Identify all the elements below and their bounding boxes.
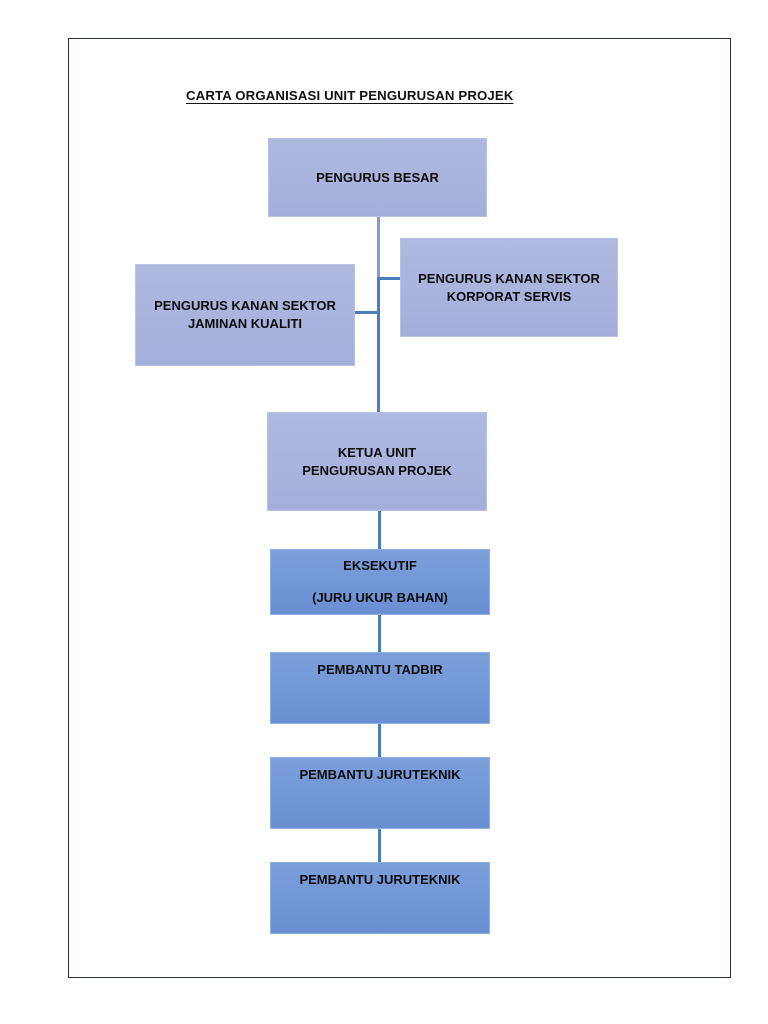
node-pengurus-kanan-sektor-jaminan-kualiti[interactable]: PENGURUS KANAN SEKTOR JAMINAN KUALITI (135, 264, 355, 366)
connector-juruteknik-1-to-juruteknik-2 (378, 828, 381, 864)
node-ketua-unit-pengurusan-projek[interactable]: KETUA UNIT PENGURUSAN PROJEK (267, 412, 487, 511)
node-ketua-unit-line-2: PENGURUSAN PROJEK (302, 462, 452, 478)
node-pengurus-kanan-sektor-korporat-servis[interactable]: PENGURUS KANAN SEKTOR KORPORAT SERVIS (400, 238, 618, 337)
node-korporat-servis-line-1: PENGURUS KANAN SEKTOR (418, 270, 600, 286)
page-title: CARTA ORGANISASI UNIT PENGURUSAN PROJEK (186, 88, 514, 103)
node-pembantu-juruteknik-1-line-1: PEMBANTU JURUTEKNIK (299, 767, 461, 782)
node-jaminan-kualiti-line-2: JAMINAN KUALITI (187, 316, 303, 331)
connector-eksekutif-to-pembantu-tadbir (378, 614, 381, 654)
node-pembantu-juruteknik-2-line-1: PEMBANTU JURUTEKNIK (299, 872, 461, 887)
connector-spine-to-jaminan-kualiti (353, 311, 380, 314)
node-pembantu-tadbir[interactable]: PEMBANTU TADBIR (270, 652, 490, 724)
node-eksekutif-line-1: EKSEKUTIF (343, 558, 417, 574)
connector-pembantu-tadbir-to-juruteknik-1 (378, 723, 381, 759)
node-ketua-unit-line-1: KETUA UNIT (337, 444, 417, 460)
node-pembantu-juruteknik-1[interactable]: PEMBANTU JURUTEKNIK (270, 757, 490, 829)
node-pengurus-besar-line-1: PENGURUS BESAR (316, 169, 439, 185)
node-korporat-servis-line-2: KORPORAT SERVIS (446, 288, 572, 304)
connector-ketua-to-eksekutif (378, 511, 381, 551)
node-eksekutif-juru-ukur-bahan[interactable]: EKSEKUTIF (JURU UKUR BAHAN) (270, 549, 490, 615)
node-pengurus-besar[interactable]: PENGURUS BESAR (268, 138, 487, 217)
connector-pengurus-besar-to-spine (377, 217, 380, 279)
node-jaminan-kualiti-line-1: PENGURUS KANAN SEKTOR (154, 298, 336, 314)
connector-spine-to-korporat-servis (377, 277, 402, 280)
node-pembantu-juruteknik-2[interactable]: PEMBANTU JURUTEKNIK (270, 862, 490, 934)
connector-spine-managers-to-ketua (377, 277, 380, 414)
node-eksekutif-line-2: (JURU UKUR BAHAN) (312, 590, 448, 605)
node-pembantu-tadbir-line-1: PEMBANTU TADBIR (317, 662, 443, 677)
